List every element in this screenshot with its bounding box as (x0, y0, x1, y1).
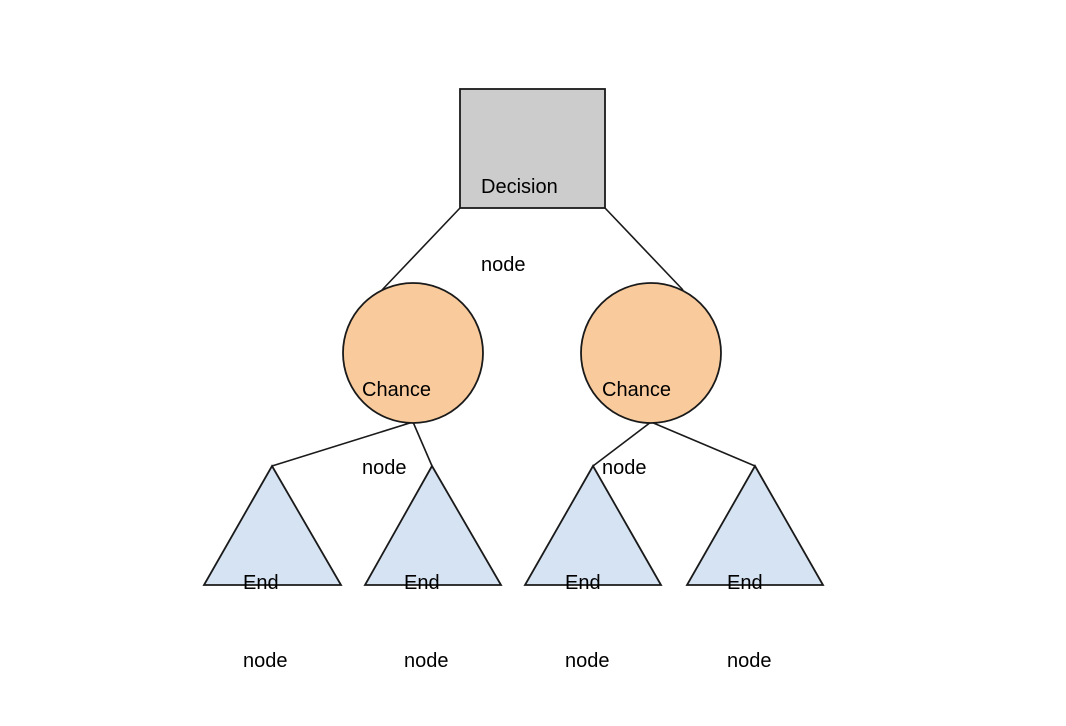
end-node-4-shape[interactable] (685, 464, 825, 586)
end-node-1-shape[interactable] (202, 464, 343, 586)
end-node-4-label-line2: node (727, 650, 772, 672)
diagram-vector-layer (202, 88, 825, 586)
edge-chance-left-to-end-2 (412, 421, 433, 467)
chance-node-right-shape[interactable] (580, 282, 722, 424)
edge-decision-to-chance-right (604, 207, 684, 291)
chance-node-left-shape[interactable] (342, 282, 484, 424)
end-node-3-label-line2: node (565, 650, 610, 672)
edge-group (271, 207, 756, 467)
end-node-1-label-line2: node (243, 650, 288, 672)
edge-chance-right-to-end-4 (650, 421, 756, 467)
end-node-3-shape[interactable] (523, 464, 663, 586)
decision-node-shape[interactable] (459, 88, 606, 209)
end-node-2-shape[interactable] (363, 464, 503, 586)
edge-chance-left-to-end-1 (271, 421, 414, 467)
edge-decision-to-chance-left (381, 207, 461, 291)
end-node-2-label-line2: node (404, 650, 449, 672)
edge-chance-right-to-end-3 (592, 421, 652, 467)
decision-tree-diagram: Decision node Chance node Chance node En… (202, 88, 825, 672)
